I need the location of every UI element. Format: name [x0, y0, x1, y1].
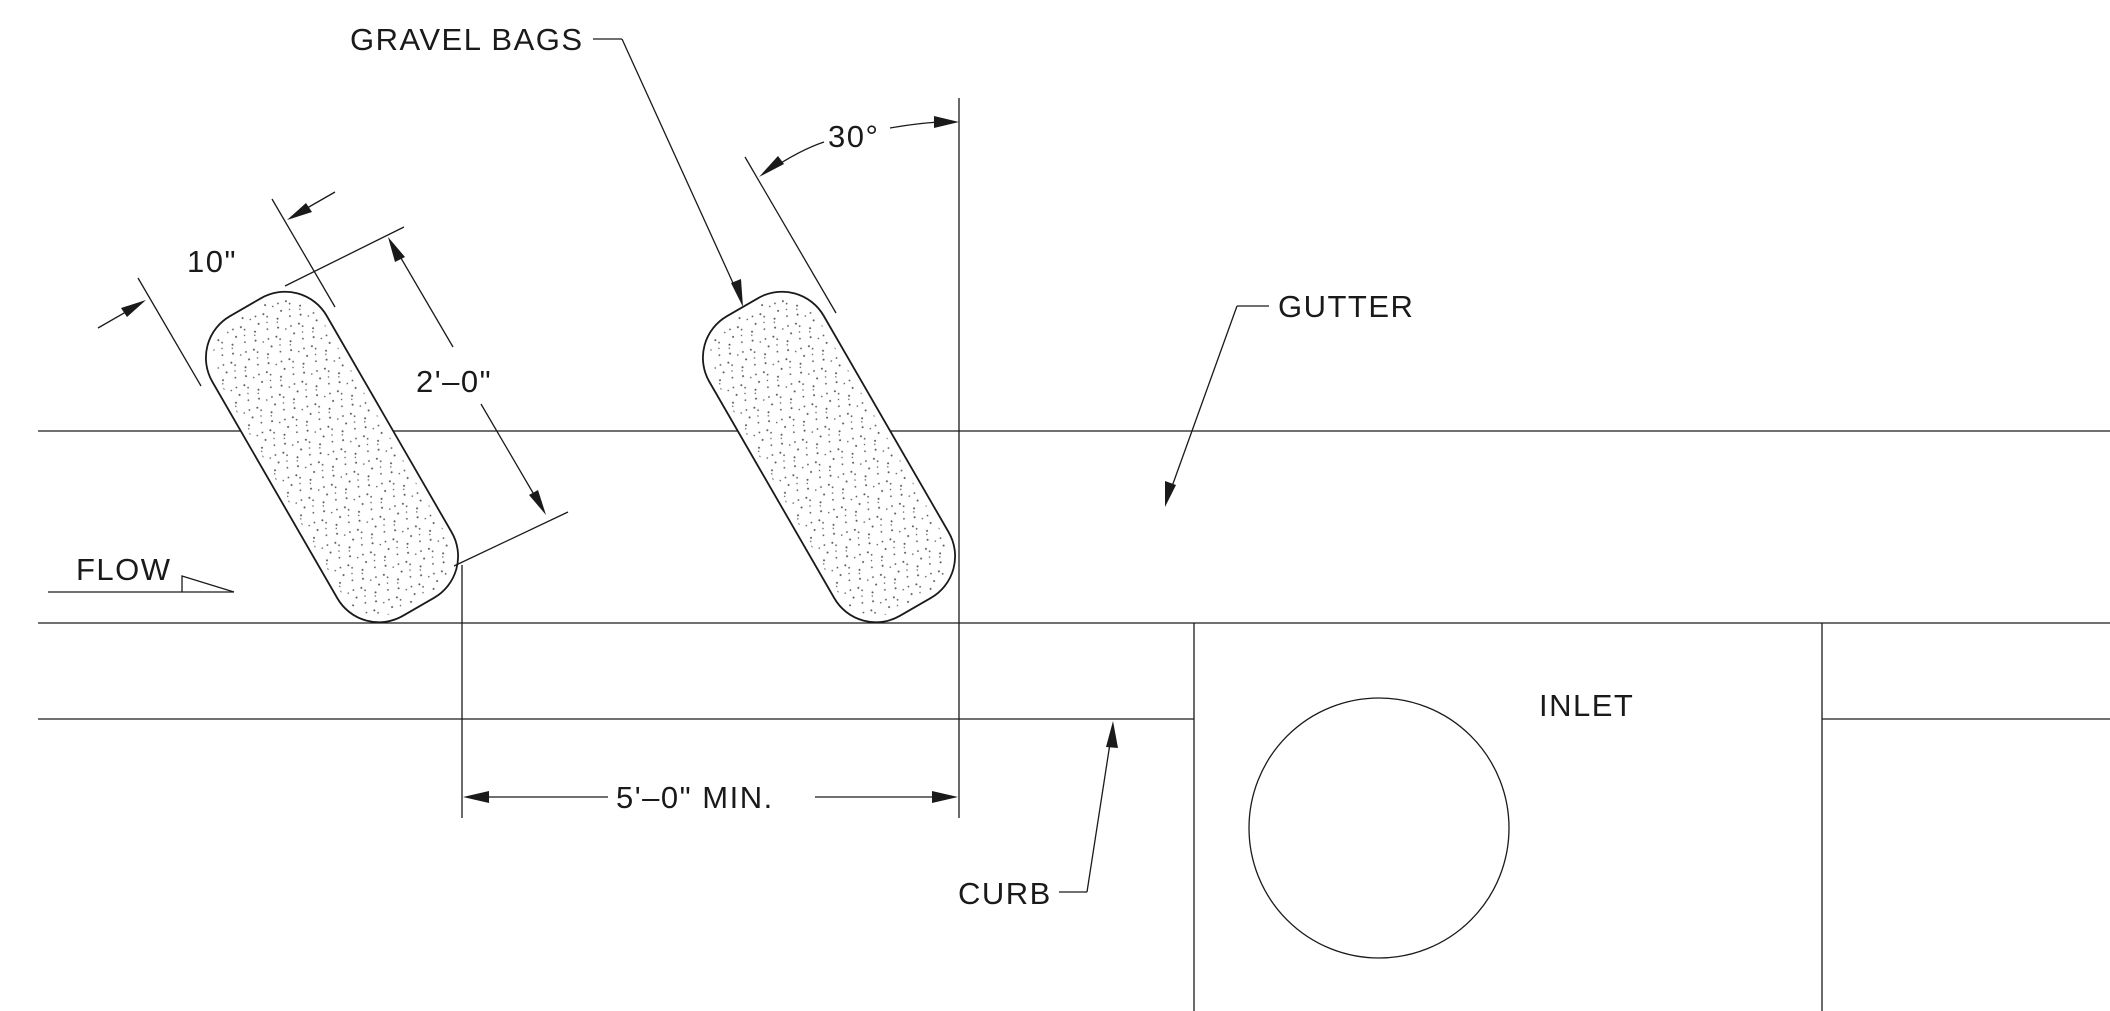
curb-label: CURB — [958, 876, 1052, 911]
curb-leader — [1059, 721, 1118, 893]
length-dimension — [284, 226, 569, 567]
bag-length-label: 2'–0" — [416, 364, 492, 399]
bag-width-label: 10" — [187, 244, 237, 279]
spacing-label: 5'–0" MIN. — [616, 780, 774, 815]
inlet-box — [1193, 623, 1823, 1011]
gravel-bag-2 — [702, 290, 956, 624]
angle-dimension — [744, 98, 960, 818]
spacing-dimension — [461, 565, 958, 818]
flow-arrow-symbol — [48, 575, 235, 593]
gravel-bag-1 — [205, 290, 459, 624]
gutter-label: GUTTER — [1278, 289, 1414, 324]
gravel-bags-leader — [593, 38, 743, 307]
inlet-grate-circle — [1248, 697, 1510, 959]
gravel-bags-label: GRAVEL BAGS — [350, 22, 584, 57]
inlet-label: INLET — [1539, 688, 1634, 723]
angle-label: 30° — [828, 119, 879, 154]
width-dimension — [97, 191, 336, 387]
flow-label: FLOW — [76, 552, 172, 587]
gutter-leader — [1165, 305, 1269, 507]
